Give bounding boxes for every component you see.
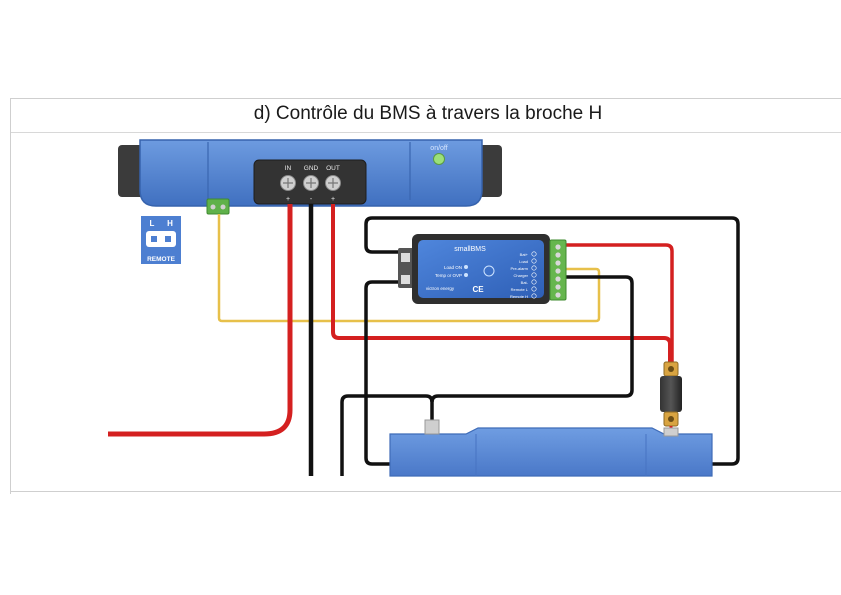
bms-face — [418, 240, 544, 298]
wire-yellow-remote — [217, 214, 601, 323]
fuse-bolt-icon — [668, 416, 674, 422]
terminal-sign-in: + — [286, 196, 290, 203]
bms-pin-label: Pre-alarm — [510, 266, 528, 271]
bms-pin-label: Charger — [514, 273, 529, 278]
terminal-label-in: IN — [285, 165, 292, 172]
small-bms-unit: smallBMS Load ON Temp or OVP victron ene… — [398, 234, 567, 304]
diagram-frame — [10, 98, 841, 492]
remote-label: REMOTE — [147, 256, 175, 263]
battery-negative-terminal — [424, 419, 440, 435]
remote-plug-icon — [146, 231, 176, 247]
wire-black-gnd-battery — [340, 394, 434, 476]
led-temp-icon — [464, 273, 468, 277]
inverter-device: on/off IN GND OUT + - + — [118, 139, 502, 215]
remote-pin-h: H — [167, 219, 173, 228]
bms-pin-label: Bat- — [521, 280, 529, 285]
bms-status-temp: Temp or OVP — [435, 273, 462, 278]
terminal-sign-out: + — [331, 196, 335, 203]
switch-label: on/off — [430, 145, 447, 152]
connector-pin-icon — [210, 204, 216, 210]
wire-red-bms-batplus — [566, 243, 674, 366]
title-band — [11, 99, 841, 133]
connector-pin-icon — [220, 204, 226, 210]
wire-black-bms-right — [430, 275, 634, 420]
bms-ce-mark: CE — [472, 285, 484, 294]
screw-slots — [283, 178, 338, 188]
bms-pin-label: Load — [519, 259, 528, 264]
wire-red-in — [108, 204, 293, 437]
wire-black-loop — [364, 216, 740, 466]
bms-pin-label: Remote L — [511, 287, 529, 292]
bluetooth-icon — [483, 265, 495, 277]
fuse — [660, 361, 682, 434]
remote-pin-l: L — [150, 219, 155, 228]
wire-black-bms-left — [364, 280, 410, 466]
led-load-icon — [464, 265, 468, 269]
bms-pin-label: Remote H — [510, 294, 528, 299]
bms-pin-label: Bat+ — [520, 252, 529, 257]
bms-connector-pin — [401, 253, 410, 262]
inverter-left-bracket — [118, 145, 144, 197]
battery-positive-terminal — [663, 427, 679, 437]
remote-icon-box: L H REMOTE — [141, 216, 181, 264]
wire-red-out — [331, 204, 672, 366]
fuse-bolt-icon — [668, 366, 674, 372]
remote-plug-hole — [165, 236, 171, 242]
bms-name: smallBMS — [454, 246, 486, 253]
terminal-sign-gnd: - — [310, 196, 313, 203]
page-title: d) Contrôle du BMS à travers la broche H — [253, 103, 603, 124]
bms-brand: victron energy — [426, 286, 455, 291]
battery — [389, 419, 713, 477]
terminal-label-out: OUT — [326, 165, 340, 172]
power-led-icon — [433, 153, 445, 165]
bms-connector-pin — [401, 275, 410, 284]
bms-status-load: Load ON — [444, 265, 462, 270]
remote-plug-hole — [151, 236, 157, 242]
fuse-body — [660, 376, 682, 412]
remote-connector-green — [206, 198, 230, 215]
frame-left-border — [10, 98, 11, 494]
terminal-label-gnd: GND — [304, 165, 319, 172]
